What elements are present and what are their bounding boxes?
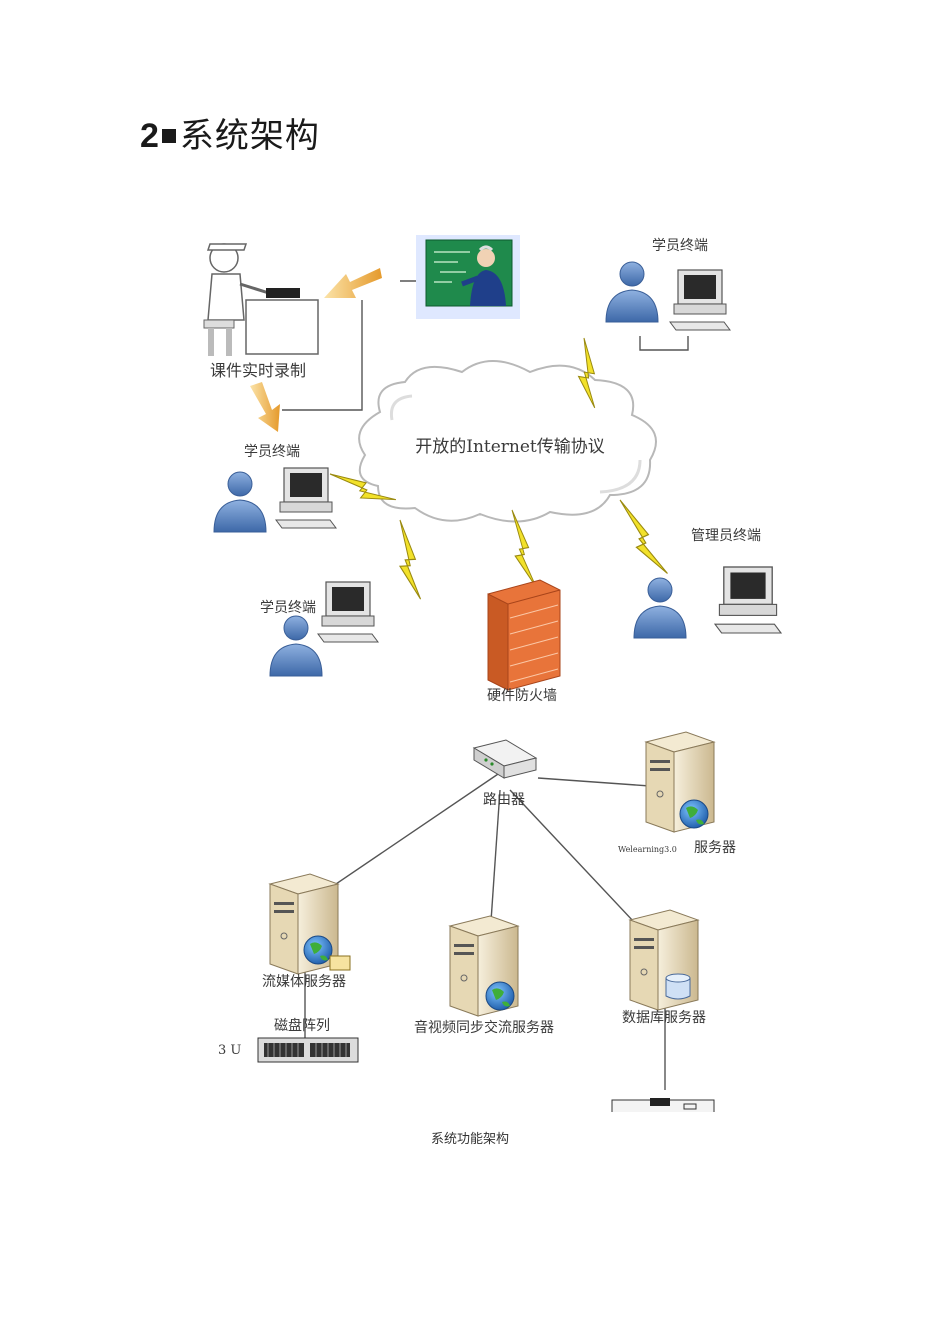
bolt-icon [386,519,435,600]
student-terminal-label: 学员终端 [244,444,300,460]
firewall-label: 硬件防火墙 [487,688,557,704]
internet-cloud [358,360,657,523]
student-terminal-label: 学员终端 [260,600,316,616]
recording-label: 课件实时录制 [210,361,306,380]
section-number: 2 [140,117,160,155]
db-server-icon [629,909,699,1011]
recording-station-icon [203,243,319,356]
admin-terminal-label: 管理员终端 [691,528,761,544]
storage-device-icon [611,1098,715,1112]
internet-protocol-label: 开放的Internet传输协议 [415,437,605,457]
db-server-label: 数据库服务器 [622,1010,706,1026]
welearning-server-label: 服务器 [694,840,736,856]
firewall-icon [487,579,561,691]
figure-caption: 系统功能架构 [430,1132,509,1147]
student-terminal-label: 学员终端 [652,238,708,254]
student-terminal-top [605,261,731,331]
welearning-label: Welearning3.0 [618,845,677,854]
streaming-server-icon [269,873,351,975]
welearning-server-icon [645,731,715,833]
bullet-square-icon [161,128,176,143]
student-terminal-left [213,467,337,533]
rack-unit-label: 3 U [218,1043,241,1058]
streaming-server-label: 流媒体服务器 [262,974,346,990]
av-server-icon [449,915,519,1017]
teacher-blackboard-image [416,235,520,319]
arrow-icon [250,268,382,432]
disk-array-icon [257,1037,359,1063]
section-heading: 2 系统架构 [140,108,320,157]
router-label: 路由器 [483,792,525,808]
av-server-label: 音视频同步交流服务器 [414,1019,554,1036]
section-title: 系统架构 [179,116,320,156]
student-terminal-lower [269,581,379,677]
bolt-icon [619,493,669,581]
admin-terminal [633,566,782,639]
router-icon [472,739,538,779]
disk-array-label: 磁盘阵列 [274,1017,330,1034]
